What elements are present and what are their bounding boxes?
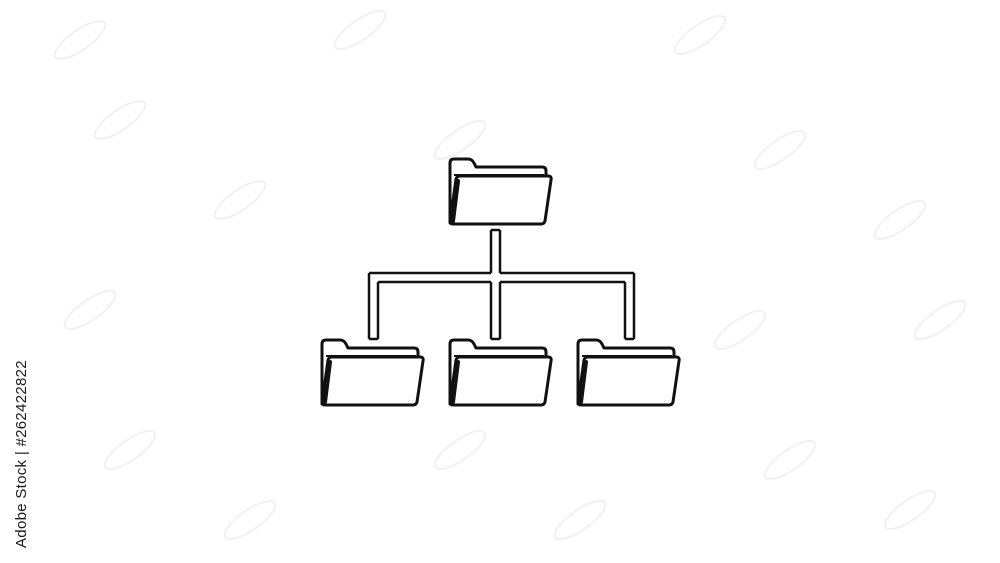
- stock-id-label: Adobe Stock | #262422822: [13, 360, 30, 548]
- child-folder-icon-right: [576, 338, 682, 407]
- child-folder-icon-left: [320, 338, 426, 407]
- child-folder-icon-center: [448, 338, 554, 407]
- root-folder-icon: [448, 157, 554, 226]
- tree-connector: [367, 228, 636, 341]
